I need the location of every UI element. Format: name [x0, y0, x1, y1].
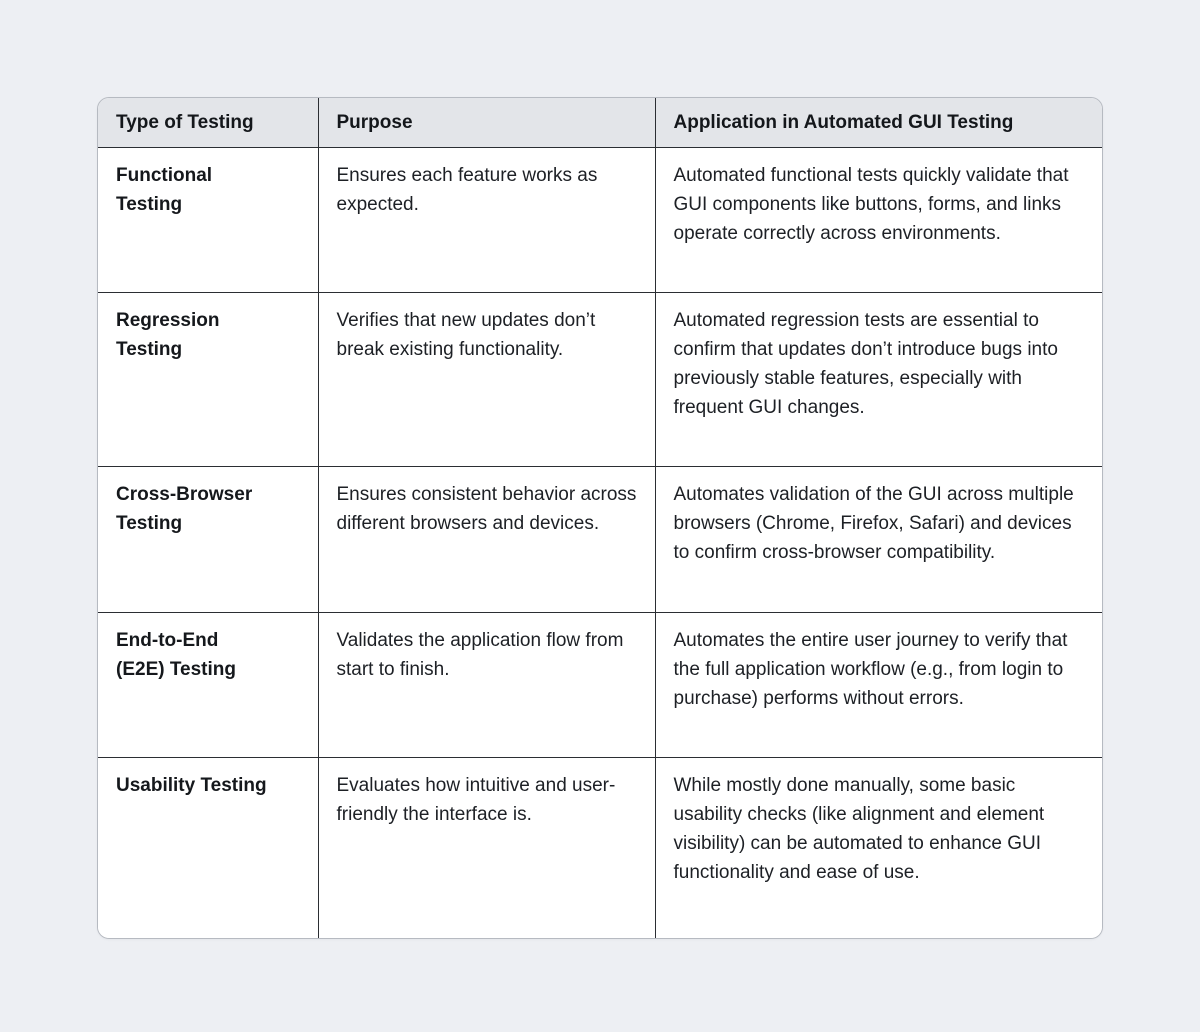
cell-testing-type: Functional Testing — [98, 147, 318, 293]
cell-purpose: Ensures consistent behavior across diffe… — [317, 466, 655, 613]
cell-testing-type: Cross-Browser Testing — [98, 466, 318, 613]
cell-testing-type: Usability Testing — [98, 757, 318, 938]
table-row-usability-testing: Usability Testing Evaluates how intuitiv… — [98, 757, 1102, 938]
table: Type of Testing Purpose Application in A… — [98, 98, 1102, 938]
cell-application: Automates validation of the GUI across m… — [654, 466, 1102, 613]
cell-application: Automates the entire user journey to ver… — [654, 612, 1102, 758]
cell-application: Automated functional tests quickly valid… — [654, 147, 1102, 293]
testing-types-table: Type of Testing Purpose Application in A… — [97, 97, 1103, 939]
cell-application: While mostly done manually, some basic u… — [654, 757, 1102, 938]
table-row-cross-browser-testing: Cross-Browser Testing Ensures consistent… — [98, 466, 1102, 613]
cell-application: Automated regression tests are essential… — [654, 292, 1102, 467]
table-row-end-to-end-testing: End-to-End (E2E) Testing Validates the a… — [98, 612, 1102, 758]
header-application: Application in Automated GUI Testing — [654, 98, 1102, 148]
cell-purpose: Evaluates how intuitive and user-friendl… — [317, 757, 655, 938]
cell-purpose: Verifies that new updates don’t break ex… — [317, 292, 655, 467]
header-type-of-testing: Type of Testing — [98, 98, 318, 148]
cell-testing-type: End-to-End (E2E) Testing — [98, 612, 318, 758]
table-row-regression-testing: Regression Testing Verifies that new upd… — [98, 292, 1102, 467]
cell-purpose: Ensures each feature works as expected. — [317, 147, 655, 293]
cell-testing-type: Regression Testing — [98, 292, 318, 467]
cell-purpose: Validates the application flow from star… — [317, 612, 655, 758]
table-row-functional-testing: Functional Testing Ensures each feature … — [98, 147, 1102, 293]
header-purpose: Purpose — [317, 98, 655, 148]
header-row: Type of Testing Purpose Application in A… — [98, 98, 1102, 148]
